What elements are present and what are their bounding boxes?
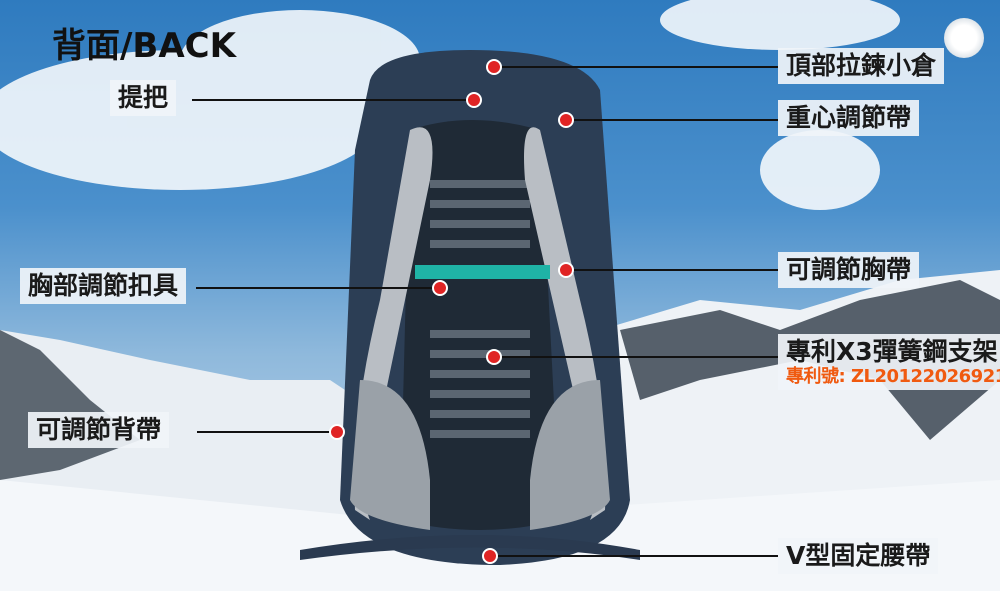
callout-frame-title: 專利X3彈簧鋼支架 xyxy=(786,337,998,366)
callout-shoulder-strap: 可調節背帶 xyxy=(28,412,170,448)
callout-sternum-strap: 可調節胸帶 xyxy=(778,252,920,288)
callout-load-lifter: 重心調節帶 xyxy=(778,100,920,136)
patent-number: 專利號: ZL201220269219.8 xyxy=(786,366,1000,387)
callout-hip-belt: V型固定腰帶 xyxy=(778,538,939,574)
clouds xyxy=(0,0,900,210)
backpack xyxy=(300,50,640,565)
marker-dot xyxy=(486,59,502,75)
leader-line xyxy=(566,269,778,271)
marker-dot xyxy=(329,424,345,440)
marker-dot xyxy=(466,92,482,108)
leader-line xyxy=(192,99,474,101)
marker-dot xyxy=(558,262,574,278)
callout-top-zip-pocket: 頂部拉鍊小倉 xyxy=(778,48,945,84)
leader-line xyxy=(197,431,337,433)
marker-dot xyxy=(486,349,502,365)
leader-line xyxy=(494,66,778,68)
leader-line xyxy=(196,287,440,289)
marker-dot xyxy=(558,112,574,128)
marker-dot xyxy=(482,548,498,564)
leader-line xyxy=(490,555,778,557)
leader-line xyxy=(566,119,778,121)
callout-chest-buckle: 胸部調節扣具 xyxy=(20,268,187,304)
page-title: 背面/BACK xyxy=(52,26,236,66)
marker-dot xyxy=(432,280,448,296)
brand-logo xyxy=(944,18,984,58)
leader-line xyxy=(494,356,778,358)
callout-frame: 專利X3彈簧鋼支架 專利號: ZL201220269219.8 xyxy=(778,334,1000,390)
callout-handle: 提把 xyxy=(110,80,177,116)
